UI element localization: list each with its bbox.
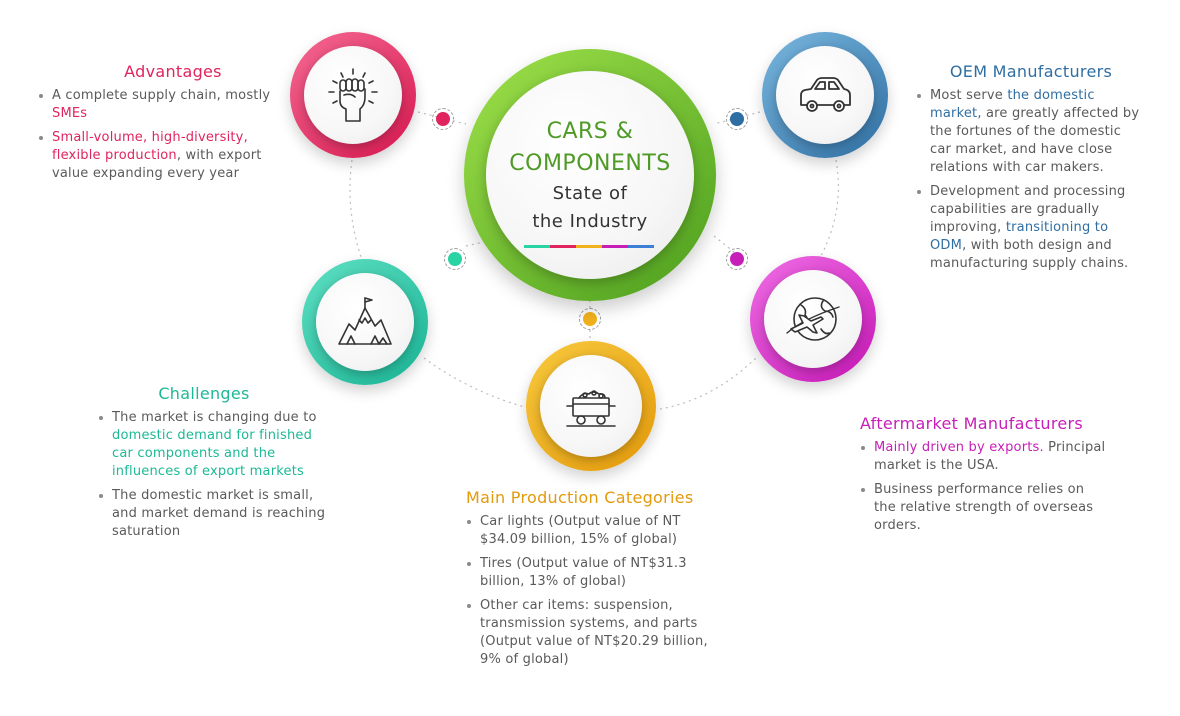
center-bar-segment	[602, 245, 628, 248]
raised-fist-icon	[328, 68, 378, 122]
main-production-item: Car lights (Output value of NT $34.09 bi…	[466, 513, 728, 549]
advantages-title: Advantages	[124, 62, 222, 81]
oem-list: Most serve the domestic market, are grea…	[916, 87, 1146, 273]
challenges-list: The market is changing due to domestic d…	[98, 409, 330, 541]
challenges-title: Challenges	[158, 384, 250, 403]
center-title-line2: COMPONENTS	[509, 151, 671, 176]
globe-airplane-icon	[786, 297, 840, 341]
oem-bullet-1: Most serve the domestic market, are grea…	[916, 87, 1146, 177]
aftermarket-section: Aftermarket Manufacturers Mainly driven …	[860, 414, 1110, 541]
aftermarket-bullet-2: Business performance relies on the relat…	[860, 481, 1110, 535]
advantages-bullet-2: Small-volume, high-diversity, flexible p…	[38, 129, 288, 183]
main-production-item: Other car items: suspension, transmissio…	[466, 597, 728, 669]
aftermarket-title: Aftermarket Manufacturers	[860, 414, 1084, 433]
challenges-bullet-2: The domestic market is small, and market…	[98, 487, 330, 541]
advantages-list: A complete supply chain, mostly SMEs Sma…	[38, 87, 288, 183]
center-subtitle-line2: the Industry	[532, 211, 648, 232]
challenges-node	[302, 259, 428, 385]
oem-node	[762, 32, 888, 158]
main-production-title: Main Production Categories	[466, 488, 694, 507]
main-production-node	[526, 341, 656, 471]
car-icon	[800, 77, 851, 112]
center-bar-segment	[524, 245, 550, 248]
aftermarket-list: Mainly driven by exports. Principal mark…	[860, 439, 1110, 535]
center-color-bar	[524, 245, 654, 248]
connector-dot-oem	[726, 108, 748, 130]
advantages-node	[290, 32, 416, 158]
challenges-bullet-1: The market is changing due to domestic d…	[98, 409, 330, 481]
oem-section: OEM Manufacturers Most serve the domesti…	[916, 62, 1146, 279]
center-hub: CARS & COMPONENTS State of the Industry	[464, 49, 716, 301]
center-bar-segment	[550, 245, 576, 248]
connector-dot-advantages	[432, 108, 454, 130]
mine-cart-icon	[566, 390, 616, 427]
center-hub-face: CARS & COMPONENTS State of the Industry	[486, 71, 694, 279]
challenges-section: Challenges The market is changing due to…	[98, 384, 330, 547]
mountain-peak-icon	[338, 297, 392, 345]
aftermarket-node	[750, 256, 876, 382]
main-production-item: Tires (Output value of NT$31.3 billion, …	[466, 555, 728, 591]
center-bar-segment	[628, 245, 654, 248]
main-production-list: Car lights (Output value of NT $34.09 bi…	[466, 513, 728, 669]
aftermarket-bullet-1: Mainly driven by exports. Principal mark…	[860, 439, 1110, 475]
connector-dot-challenges	[444, 248, 466, 270]
connector-dot-main	[579, 308, 601, 330]
connector-dot-aftermarket	[726, 248, 748, 270]
center-bar-segment	[576, 245, 602, 248]
center-subtitle-line1: State of	[552, 183, 628, 204]
advantages-section: Advantages A complete supply chain, most…	[38, 62, 288, 189]
main-production-section: Main Production Categories Car lights (O…	[466, 488, 728, 675]
center-title-line1: CARS &	[546, 119, 634, 144]
oem-bullet-2: Development and processing capabilities …	[916, 183, 1146, 273]
oem-title: OEM Manufacturers	[949, 62, 1113, 81]
advantages-bullet-1: A complete supply chain, mostly SMEs	[38, 87, 288, 123]
